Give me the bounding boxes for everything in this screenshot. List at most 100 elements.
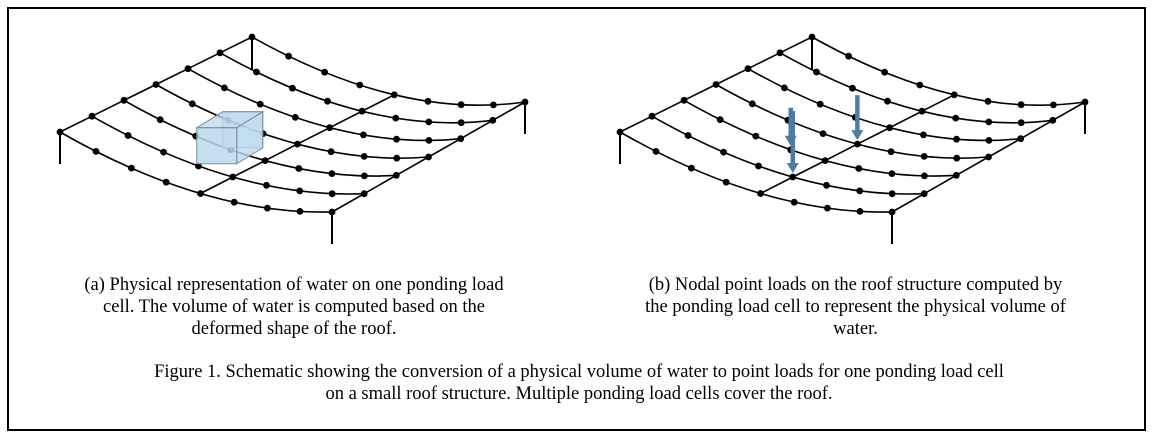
roof-node: [744, 65, 752, 73]
roof-beam-line: [651, 115, 925, 195]
roof-node: [360, 190, 368, 198]
roof-node: [296, 208, 304, 215]
roof-beam-line: [683, 99, 957, 177]
roof-node: [291, 114, 299, 121]
roof-node: [952, 171, 960, 179]
roof-node: [920, 153, 928, 160]
roof-node: [285, 52, 292, 60]
water-volume-cube: [194, 110, 265, 165]
roof-node: [221, 84, 228, 92]
roof-node: [816, 100, 824, 108]
roof-beam-line: [779, 52, 1053, 124]
roof-node: [356, 81, 364, 89]
roof-node: [920, 190, 928, 198]
roof-node: [195, 162, 202, 170]
roof-node: [1050, 101, 1057, 109]
roof-node: [92, 148, 100, 155]
roof-node: [952, 114, 960, 122]
roof-node: [197, 190, 204, 197]
roof-node: [326, 124, 334, 132]
figure-caption-line-2: on a small roof structure. Multiple pond…: [325, 384, 833, 404]
roof-node: [781, 84, 788, 92]
roof-node: [953, 154, 961, 162]
roof-node: [295, 165, 303, 172]
figure-frame: [7, 7, 1146, 431]
roof-grid-a: [56, 33, 529, 244]
roof-node: [813, 68, 820, 76]
roof-node: [652, 148, 660, 155]
roof-node: [884, 97, 891, 105]
roof-node: [1017, 119, 1025, 127]
roof-node: [722, 178, 730, 186]
roof-node: [328, 170, 336, 178]
load-arrow-head: [786, 163, 799, 174]
roof-node: [712, 81, 720, 88]
roof-node: [688, 164, 695, 172]
roof-node: [821, 157, 829, 165]
roof-node: [684, 132, 692, 139]
roof-node: [776, 49, 784, 57]
roof-node: [921, 172, 928, 180]
roof-node: [56, 128, 64, 136]
roof-node: [1049, 116, 1057, 124]
roof-node: [264, 204, 271, 212]
roof-node: [984, 97, 992, 105]
roof-node: [854, 140, 861, 148]
roof-node: [188, 100, 196, 108]
roof-beam-line: [619, 131, 893, 213]
roof-node: [1017, 135, 1025, 143]
roof-node: [887, 148, 895, 156]
roof-node: [521, 98, 529, 106]
roof-node: [680, 96, 688, 104]
roof-node: [457, 101, 465, 109]
roof-grid-b: [616, 33, 1089, 244]
roof-node: [888, 170, 896, 178]
roof-node: [425, 118, 433, 126]
roof-node: [953, 135, 960, 143]
roof-node: [324, 97, 331, 105]
roof-node: [294, 140, 301, 148]
caption-b-line-1: (b) Nodal point loads on the roof struct…: [648, 275, 1063, 295]
roof-node: [716, 116, 724, 124]
roof-node: [457, 119, 465, 127]
roof-node: [229, 173, 237, 181]
roof-node: [393, 154, 401, 162]
roof-node: [162, 178, 170, 186]
roof-node: [360, 131, 367, 139]
roof-node: [253, 68, 260, 76]
caption-b-line-2: the ponding load cell to represent the p…: [645, 297, 1066, 317]
roof-node: [160, 148, 168, 156]
caption-b-line-3: water.: [833, 319, 878, 339]
roof-node: [88, 112, 96, 120]
figure-caption: Figure 1. Schematic showing the conversi…: [10, 361, 1148, 405]
roof-node: [263, 181, 270, 189]
roof-node: [856, 208, 864, 215]
roof-beam-line: [251, 36, 526, 106]
roof-node: [950, 91, 958, 99]
roof-node: [819, 130, 827, 138]
roof-node: [648, 112, 656, 120]
roof-node: [424, 97, 432, 105]
water-cube-front-face: [196, 127, 238, 165]
roof-node: [457, 135, 465, 143]
roof-node: [490, 101, 497, 109]
roof-node: [328, 208, 336, 216]
roof-node: [393, 135, 400, 143]
roof-beam-line: [811, 36, 1086, 106]
roof-node: [1017, 101, 1025, 109]
roof-node: [918, 107, 926, 115]
roof-node: [808, 33, 816, 41]
point-load-arrows: [784, 95, 864, 174]
roof-node: [755, 162, 762, 170]
roof-node: [216, 49, 224, 57]
roof-node: [720, 148, 727, 156]
roof-node: [392, 114, 400, 122]
roof-node: [425, 137, 433, 144]
roof-node: [985, 118, 993, 126]
roof-node: [985, 137, 993, 144]
roof-node: [184, 65, 192, 73]
roof-node: [361, 172, 368, 180]
roof-node: [823, 181, 830, 189]
caption-a-line-3: deformed shape of the roof.: [191, 319, 397, 339]
